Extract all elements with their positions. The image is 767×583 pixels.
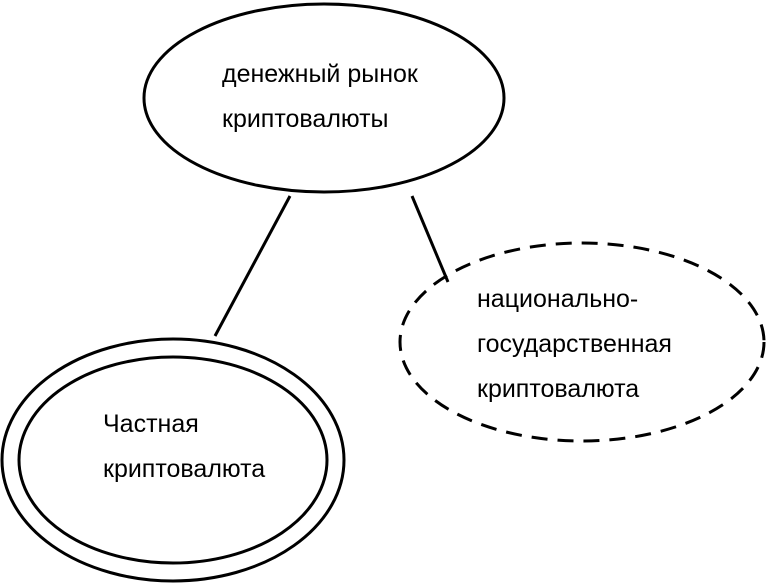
national-node-dashed-ellipse — [398, 241, 766, 443]
connector-root-national — [410, 195, 450, 283]
private-node-label: Частная криптовалюта — [103, 402, 265, 492]
national-label-line-1: национально- — [477, 285, 639, 313]
root-node-label: денежный рынок криптовалюты — [222, 52, 418, 142]
private-label-line-1: Частная — [103, 410, 199, 438]
connector-root-private — [213, 195, 292, 337]
root-label-line-2: криптовалюты — [222, 105, 389, 133]
root-node-ellipse — [142, 2, 506, 194]
root-label-line-1: денежный рынок — [222, 60, 418, 88]
national-node-label: национально- государственная криптовалют… — [477, 277, 672, 412]
national-label-line-3: криптовалюта — [477, 375, 640, 403]
private-node-inner-ellipse — [17, 355, 329, 565]
national-label-line-2: государственная — [477, 330, 672, 358]
private-node-outer-ellipse — [0, 337, 346, 583]
private-label-line-2: криптовалюта — [103, 455, 266, 483]
